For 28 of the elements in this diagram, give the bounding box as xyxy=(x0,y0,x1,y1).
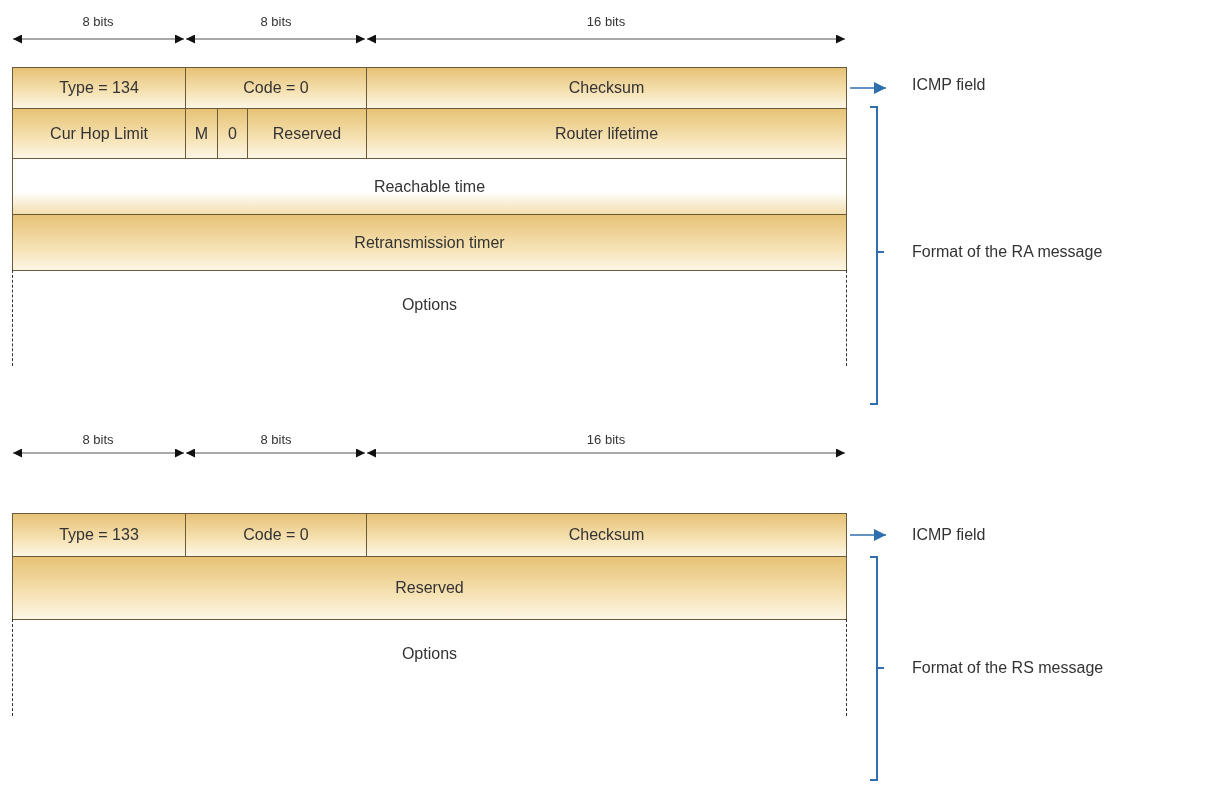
header-field: Router lifetime xyxy=(366,108,847,159)
field-label: ICMP field xyxy=(912,76,986,94)
bracket-label: Format of the RA message xyxy=(912,243,1103,261)
header-field: Retransmission timer xyxy=(12,214,847,271)
options-field: Options xyxy=(12,619,847,716)
arrow xyxy=(849,529,887,541)
field-label: ICMP field xyxy=(912,526,986,544)
arrow xyxy=(849,82,887,94)
header-field: Reserved xyxy=(12,556,847,620)
header-field: 0 xyxy=(217,108,248,159)
header-field: Type = 134 xyxy=(12,67,186,109)
header-field: Type = 133 xyxy=(12,513,186,557)
header-field: Code = 0 xyxy=(185,513,367,557)
bracket-label: Format of the RS message xyxy=(912,659,1104,677)
header-field: Code = 0 xyxy=(185,67,367,109)
bit-width-label: 8 bits xyxy=(260,432,292,447)
header-field: Cur Hop Limit xyxy=(12,108,186,159)
header-field: M xyxy=(185,108,218,159)
bit-width-label: 8 bits xyxy=(82,432,114,447)
bit-width-label: 16 bits xyxy=(586,14,626,29)
bit-width-label: 8 bits xyxy=(260,14,292,29)
bit-width-label: 8 bits xyxy=(82,14,114,29)
header-field: Checksum xyxy=(366,513,847,557)
options-field: Options xyxy=(12,270,847,366)
header-field: Reachable time xyxy=(12,158,847,215)
header-field: Checksum xyxy=(366,67,847,109)
header-field: Reserved xyxy=(247,108,367,159)
bit-width-label: 16 bits xyxy=(586,432,626,447)
